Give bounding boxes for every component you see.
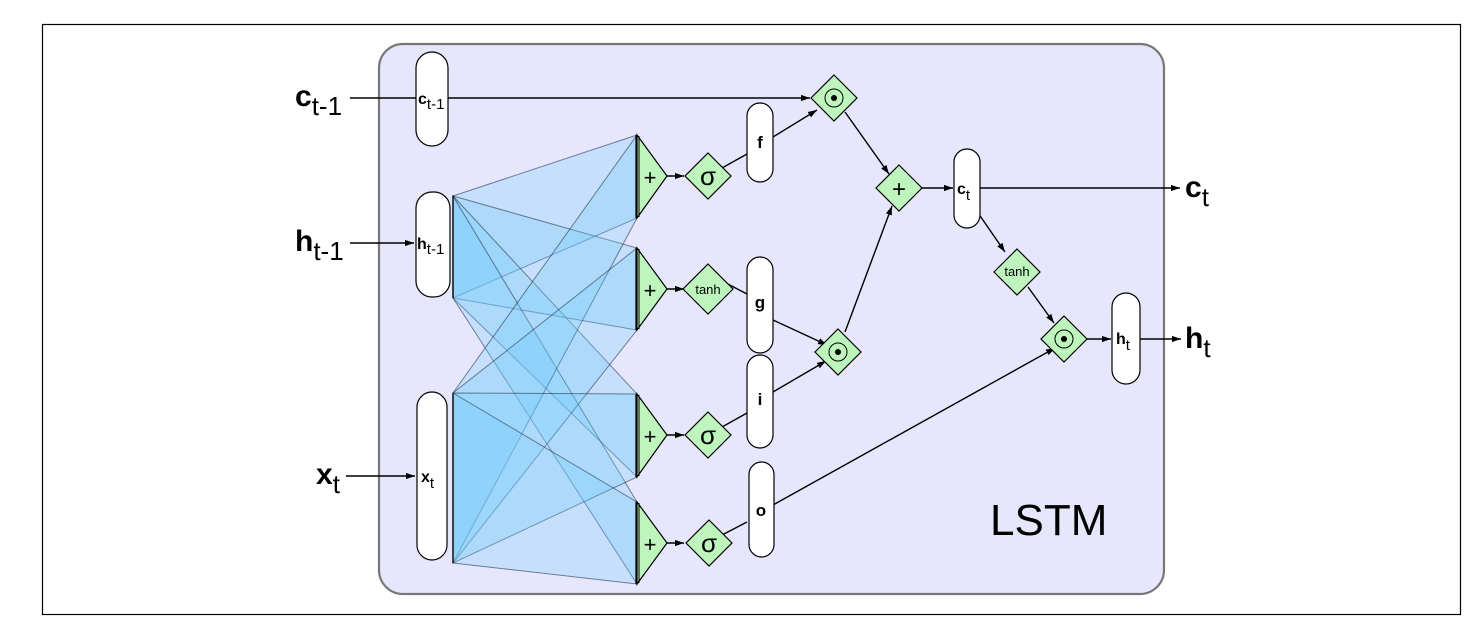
sum-node-g: + (636, 246, 668, 332)
edge-o-to-output-mult (772, 347, 1056, 506)
connections (346, 94, 1181, 547)
tanh-label-cell: tanh (1004, 264, 1029, 279)
edge-input-mult-to-add (844, 205, 893, 333)
edge-forget-mult-to-add (844, 111, 890, 175)
gate-label-f: f (757, 133, 763, 152)
sum-symbol-g: + (644, 278, 657, 303)
output-h-t-label: ht (1185, 322, 1211, 363)
edge-ct-to-tanh (975, 209, 1006, 253)
activation-i: σ (684, 411, 732, 459)
output-mult-node (1040, 315, 1088, 363)
sigma-icon-f: σ (700, 161, 716, 191)
hadamard-icon (828, 342, 848, 362)
box-x: xt (416, 391, 448, 561)
sigma-icon-o: σ (701, 528, 717, 558)
box-h-t-label: ht (1116, 331, 1131, 354)
sum-node-i: + (636, 392, 668, 479)
activation-f: σ (684, 152, 732, 200)
edge-act-f-to-box (721, 153, 748, 169)
plus-icon: + (892, 176, 906, 203)
box-h-prev: ht-1 (415, 191, 451, 298)
box-c-prev-label: ct-1 (418, 91, 444, 113)
gate-box-g: g (746, 256, 774, 354)
edge-act-i-to-box (721, 412, 748, 428)
activation-g: tanh (682, 263, 734, 315)
sum-node-o: + (636, 500, 668, 586)
weight-projections (452, 133, 638, 586)
input-mult-node (814, 328, 862, 376)
gate-label-o: o (756, 501, 766, 520)
sum-symbol-o: + (644, 532, 657, 557)
box-x-label: xt (421, 469, 435, 492)
gate-box-f: f (746, 102, 774, 183)
input-c-prev-label: ct-1 (295, 80, 342, 121)
box-h-prev-label: ht-1 (417, 236, 444, 258)
tanh-label-g: tanh (695, 282, 720, 297)
sum-symbol-f: + (644, 165, 657, 190)
box-c-t-label: ct (957, 181, 971, 204)
sum-node-f: + (636, 133, 668, 220)
forget-mult-node (810, 74, 858, 122)
sigma-icon-i: σ (700, 420, 716, 450)
gate-label-i: i (758, 390, 763, 409)
hadamard-icon (1054, 329, 1074, 349)
input-h-prev-label: ht-1 (295, 225, 344, 266)
box-c-t: ct (953, 148, 981, 229)
edge-g-to-input-mult (772, 319, 828, 346)
gate-box-i: i (746, 354, 774, 449)
box-h-t: ht (1111, 292, 1141, 385)
activation-o: σ (685, 519, 733, 567)
edge-act-o-to-box (721, 521, 748, 536)
input-x-label: xt (316, 458, 341, 499)
output-c-t-label: ct (1185, 171, 1210, 212)
edge-f-to-forget-mult (772, 109, 818, 138)
edge-i-to-input-mult (772, 360, 827, 393)
edge-tanh-to-output-mult (1027, 286, 1055, 324)
cell-tanh-node: tanh (993, 248, 1041, 296)
gate-label-g: g (755, 293, 765, 312)
gate-box-o: o (748, 461, 775, 558)
hadamard-icon (824, 88, 844, 108)
cell-add-node: + (875, 164, 923, 212)
cell-title: LSTM (990, 496, 1107, 545)
box-c-prev: ct-1 (415, 51, 449, 147)
sum-symbol-i: + (644, 424, 657, 449)
